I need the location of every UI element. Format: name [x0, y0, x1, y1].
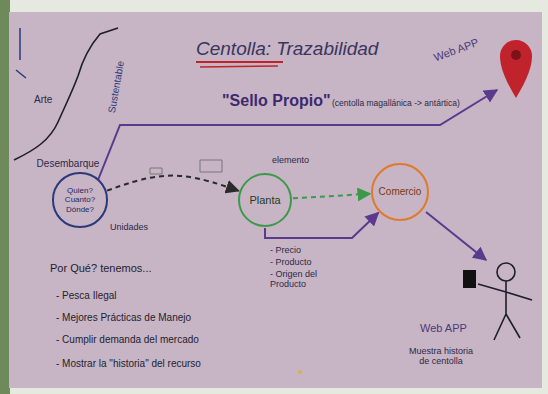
- note-label: - Precio: [270, 245, 301, 255]
- note-label: Web APP: [432, 36, 480, 64]
- stage-circle: Comercio: [371, 163, 429, 221]
- note-label: Arte: [34, 94, 52, 106]
- note-label: (centolla magallánica -> antártica): [332, 99, 460, 109]
- flow-connector: [107, 176, 238, 191]
- note-label: - Origen del Producto: [270, 269, 350, 290]
- note-label: - Cumplir demanda del mercado: [56, 334, 199, 346]
- node-heading: Desembarque: [37, 158, 100, 170]
- poster-title: Centolla: Trazabilidad: [196, 38, 378, 60]
- truck-factory-sketch: [150, 160, 222, 174]
- stage-circle: Planta: [238, 173, 292, 227]
- title-underline: [200, 66, 278, 67]
- note-label: Muestra historia de centolla: [408, 346, 474, 367]
- flow-connector: [293, 194, 370, 199]
- person-head: [497, 263, 515, 281]
- note-label: "Sello Propio": [222, 92, 331, 110]
- map-marks: [16, 28, 26, 78]
- seal-line: [98, 90, 497, 180]
- map-pin: [500, 40, 532, 98]
- title-underline: [196, 61, 283, 63]
- note-label: - Mostrar la "historia" del recurso: [56, 358, 201, 370]
- coast-sketch: [14, 28, 118, 160]
- note-label: Por Qué? tenemos...: [50, 262, 152, 275]
- poster-paper: [9, 12, 542, 388]
- note-label: Unidades: [110, 222, 148, 232]
- note-label: elemento: [272, 155, 309, 165]
- phone-icon: [463, 270, 476, 288]
- note-label: - Producto: [270, 257, 312, 267]
- dot: [298, 370, 302, 374]
- map-pin-dot: [511, 50, 521, 60]
- app-arrow: [426, 212, 486, 260]
- node-text: Quien? Cuanto? Dónde?: [62, 186, 98, 214]
- node-text: Comercio: [379, 186, 422, 198]
- note-label: - Mejores Prácticas de Manejo: [56, 312, 191, 324]
- note-label: - Pesca Ilegal: [56, 290, 117, 302]
- stage-circle: DesembarqueQuien? Cuanto? Dónde?: [52, 172, 107, 227]
- node-text: Planta: [249, 194, 280, 207]
- note-label: Web APP: [420, 322, 467, 335]
- flow-connector: [265, 213, 378, 238]
- foliage-edge: [0, 0, 10, 394]
- note-label: Sustentable: [106, 60, 126, 114]
- person-figure: [478, 281, 532, 340]
